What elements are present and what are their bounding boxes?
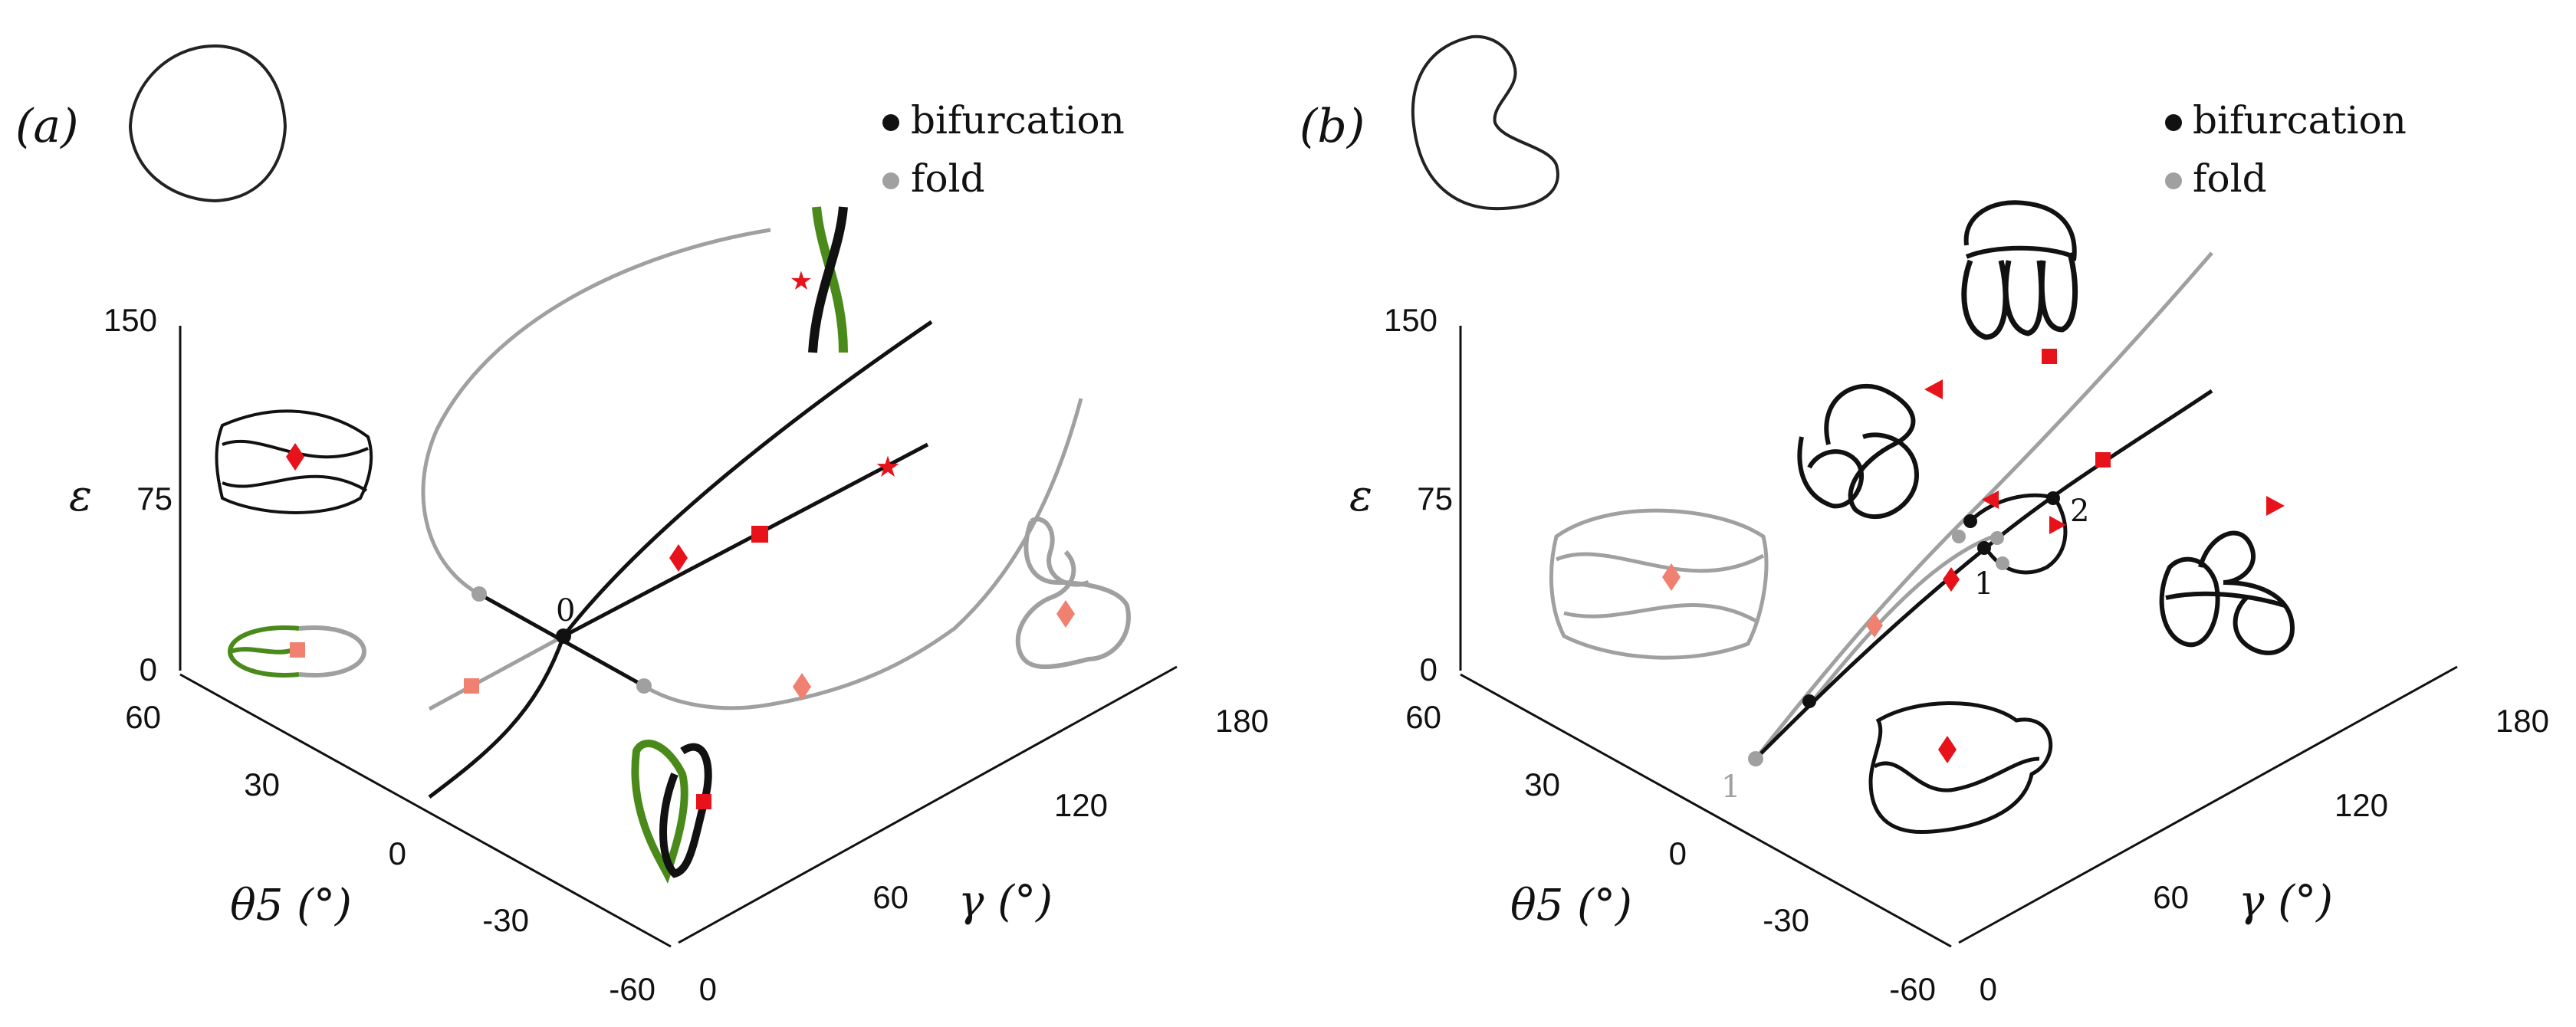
panel-b: (b) bifurcation fold 150 75 0 ε 60 30 0 … [1300,34,2549,1007]
panel-a-legend-fold-marker [882,172,899,189]
panel-a-bifurcation-point [556,628,571,644]
panel-b-fold-branch [1754,251,2213,760]
panel-b-y-tick: -60 [1889,971,1936,1007]
panel-b-marker-triangle-left [1982,491,1999,509]
panel-b-z-tick: 75 [1417,481,1453,517]
panel-b-fold-branch [1808,534,1994,707]
panel-a-y-axis-line [179,673,672,948]
panel-a-z-tick: 150 [104,302,157,338]
panel-a-fold-branch [642,398,1083,710]
panel-b-x-tick: 0 [1980,971,1997,1007]
panel-b-z-tick: 150 [1384,302,1438,338]
panel-b-fold-point [1952,530,1966,543]
panel-b-bifurcation-point [1802,694,1816,708]
panel-a-label: (a) [15,100,79,153]
panel-a-inset-flat-ring [227,625,367,678]
panel-a-fold-point [636,678,652,694]
panel-a-fold-branch [428,634,565,711]
panel-a-x-tick: 60 [872,879,909,915]
panel-b-marker-diamond-light [1866,613,1883,638]
panel-b-y-tick: -30 [1763,902,1809,938]
panel-b-x-tick: 180 [2496,703,2549,739]
panel-b-inset-loop-tangle-right [2159,496,2295,655]
panel-b-x-axis-line [1958,665,2458,944]
panel-a-y-axis-label: θ5 (°) [230,881,352,930]
panel-b-z-tick: 0 [1420,651,1438,687]
panel-a-y-tick: 30 [244,766,280,802]
panel-b-y-tick: 60 [1405,699,1441,735]
panel-a-x-tick: 120 [1054,787,1108,823]
panel-a-inset-tangled-loop [1015,517,1131,669]
panel-b-inset-loop-tangle-top [1961,200,2078,364]
panel-b-bifurcation-point [1963,514,1977,528]
panel-a-marker-square-light [464,678,479,694]
panel-a-inset-x-loops [631,740,712,884]
panel-b-legend-bifurcation-marker [2165,114,2182,131]
panel-b-point-label-fold: 1 [1721,769,1740,805]
panel-a-fold-point [472,586,487,602]
panel-b-z-axis-label: ε [1349,471,1372,521]
panel-b-reference-shape [1411,34,1559,211]
panel-a-z-tick: 75 [136,481,172,517]
panel-b-bifurcation-loop [1969,493,2068,575]
panel-b-fold-point [1990,531,2004,545]
panel-a: (a) bifurcation fold 150 75 0 ε 60 30 0 … [15,44,1269,1007]
panel-a-reference-shape [128,44,288,203]
panel-b-inset-kidney-ring [1868,701,2053,835]
panel-b-marker-triangle-right [2049,516,2066,534]
panel-a-legend-bifurcation-marker [882,114,899,131]
panel-a-legend-bifurcation-label: bifurcation [911,98,1125,143]
panel-a-marker-star: ★ [875,450,901,484]
panel-b-y-tick: 0 [1669,835,1687,871]
panel-b-bifurcation-point [1977,541,1991,555]
panel-b-marker-diamond [1943,567,1960,592]
panel-b-y-axis-line [1460,673,1952,948]
panel-a-x-axis-label: γ (°) [958,877,1053,927]
panel-b-inset-wavy-ring [1549,508,1769,660]
panel-b-x-tick: 60 [2153,879,2189,915]
panel-b-fold-point [1748,751,1763,766]
panel-b-x-axis-label: γ (°) [2239,877,2333,927]
panel-a-marker-square [751,526,768,543]
panel-b-inset-loop-tangle-upper [1797,379,1943,520]
panel-a-x-tick: 0 [699,971,717,1007]
panel-a-inset-vertical-cross: ★ [790,206,848,353]
panel-b-bifurcation-point [2046,491,2060,505]
panel-a-bifurcation-branch [428,320,933,799]
panel-a-marker-diamond [669,544,688,572]
panel-b-point-label: 2 [2070,494,2089,529]
panel-b-point-label: 1 [1974,566,1993,602]
panel-b-x-tick: 120 [2334,787,2388,823]
panel-a-y-tick: -30 [482,902,529,938]
panel-a-z-tick: 0 [140,651,157,687]
panel-a-inset-wavy-ring [215,409,373,514]
panel-b-fold-point [1996,556,2009,570]
panel-a-bifurcation-branch [562,442,929,638]
panel-a-x-tick: 180 [1215,703,1269,739]
panel-b-y-axis-label: θ5 (°) [1510,881,1632,930]
panel-a-legend-fold-label: fold [911,156,985,201]
panel-b-label: (b) [1300,100,1365,153]
panel-b-y-tick: 30 [1524,766,1560,802]
panel-a-point-label: 0 [556,593,575,628]
panel-b-marker-square [2095,452,2111,468]
panel-b-legend-bifurcation-label: bifurcation [2193,98,2407,143]
panel-a-y-tick: -60 [609,971,656,1007]
panel-b-legend-fold-label: fold [2193,156,2267,201]
svg-text:★: ★ [790,266,813,297]
panel-a-y-tick: 0 [389,835,406,871]
panel-a-marker-diamond-light [793,673,811,701]
panel-a-fold-branch [421,228,771,596]
panel-a-x-axis-line [678,665,1178,944]
panel-b-legend-fold-marker [2165,172,2182,189]
panel-a-y-tick: 60 [125,699,161,735]
panel-a-z-axis-label: ε [69,471,92,521]
